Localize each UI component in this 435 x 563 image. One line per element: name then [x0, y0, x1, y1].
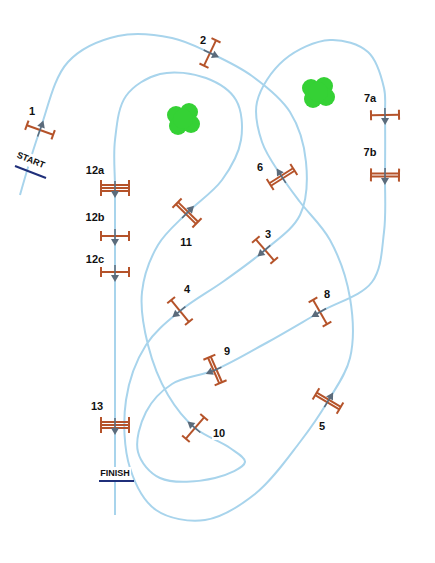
jump-number: 13	[90, 400, 104, 413]
jump-obstacle	[172, 196, 204, 228]
trees	[167, 77, 335, 135]
jump-number: 7b	[363, 146, 378, 159]
jump-number: 9	[223, 345, 231, 358]
tree	[302, 77, 335, 108]
jump-obstacle	[312, 385, 345, 414]
course-marker: FINISH	[99, 467, 131, 480]
jump-number: 3	[264, 228, 272, 241]
course-path	[20, 34, 385, 521]
jump-obstacle	[24, 116, 56, 141]
tree	[167, 103, 200, 135]
jump-number: 12c	[85, 253, 105, 266]
jump-obstacle	[101, 265, 129, 282]
jump-obstacle	[371, 108, 399, 125]
jump-number: 10	[212, 427, 226, 440]
jump-number: 6	[256, 161, 264, 174]
jump-number: 5	[318, 420, 326, 433]
jump-obstacle	[163, 296, 194, 328]
jump-number: 12b	[85, 211, 106, 224]
jump-obstacle	[265, 161, 298, 190]
jump-obstacle	[178, 411, 209, 443]
jump-number: 12a	[85, 164, 105, 177]
jumps	[24, 37, 399, 443]
jump-number: 4	[183, 283, 191, 296]
jump-number: 2	[199, 34, 207, 47]
jump-obstacle	[200, 354, 227, 386]
jump-number: 11	[179, 236, 193, 249]
jump-obstacle	[371, 168, 399, 185]
jump-number: 7a	[363, 92, 377, 105]
jump-obstacle	[101, 229, 129, 246]
jump-obstacle	[101, 417, 129, 435]
route	[20, 34, 385, 521]
jump-obstacle	[304, 296, 333, 329]
jump-number: 8	[323, 288, 331, 301]
jump-number: 1	[28, 105, 36, 118]
jump-obstacle	[101, 180, 129, 198]
finish-line	[99, 480, 134, 482]
